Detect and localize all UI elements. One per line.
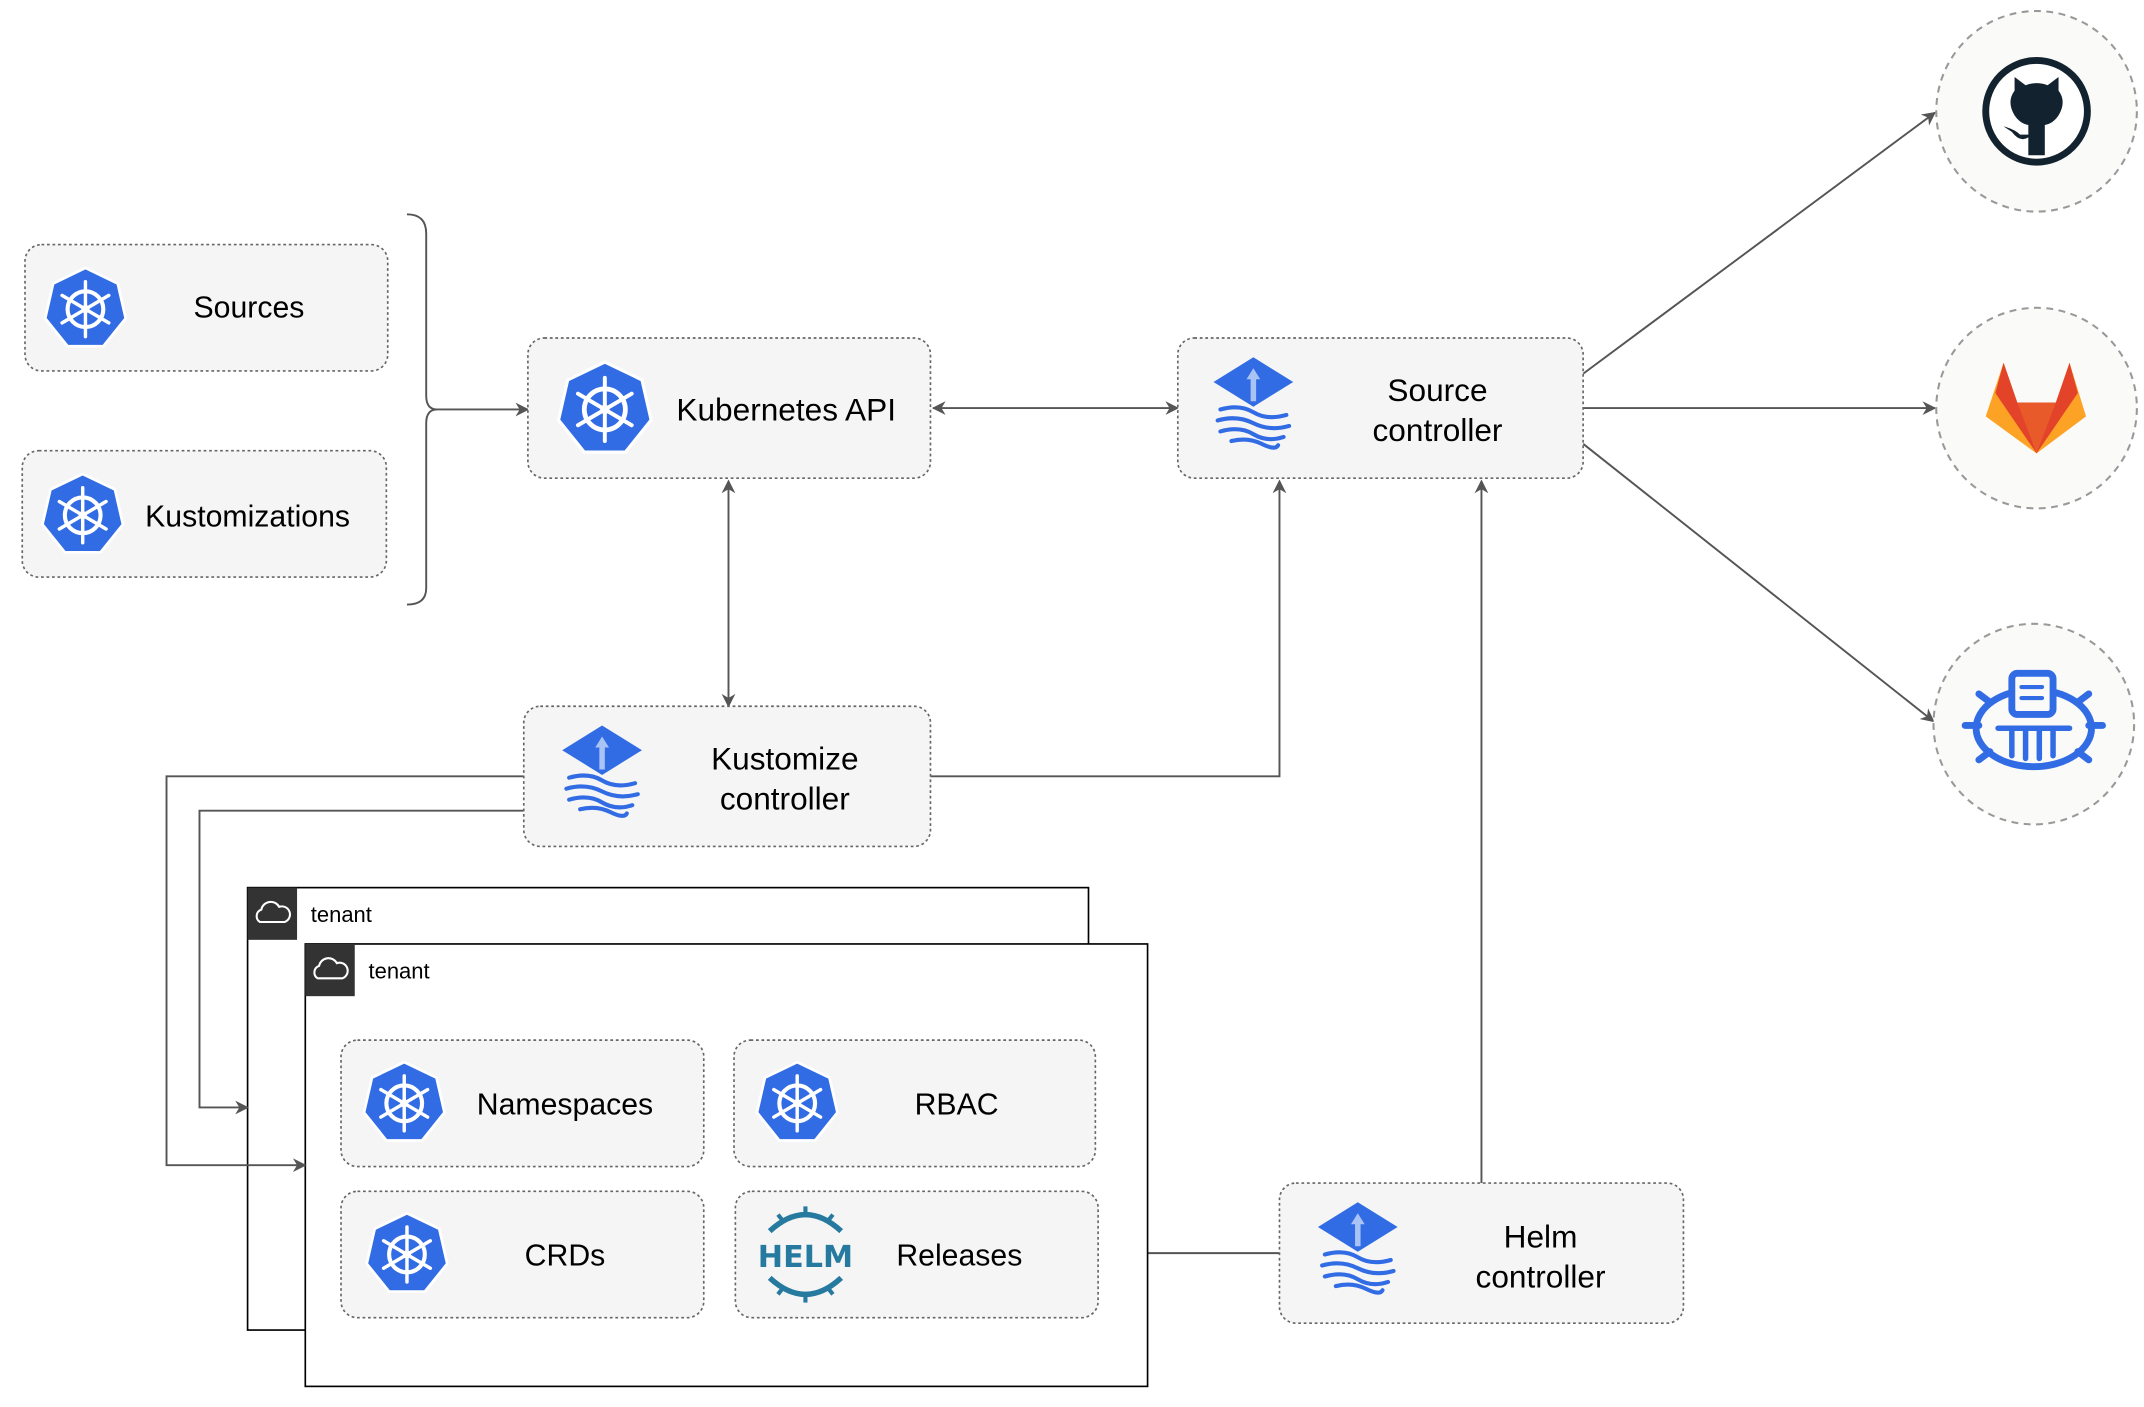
tenant-label: tenant [369, 958, 430, 983]
bucket-icon [1961, 669, 2106, 771]
node-label: Releases [896, 1239, 1022, 1272]
node-label: Sources [194, 291, 305, 324]
github-icon [1982, 57, 2091, 166]
node-kustomizations[interactable]: Kustomizations [21, 449, 388, 578]
tenant-label: tenant [311, 902, 372, 927]
edge-kustomize-source [930, 479, 1287, 778]
node-kustomize-controller[interactable]: Kustomize controller [522, 705, 932, 848]
node-label: Namespaces [477, 1088, 653, 1121]
external-github[interactable] [1935, 9, 2138, 213]
node-sources[interactable]: Sources [24, 243, 389, 372]
edge-source-github [1582, 111, 1936, 375]
node-helm-controller[interactable]: Helm controller [1278, 1182, 1685, 1325]
node-kubernetes-api[interactable]: Kubernetes API [527, 337, 932, 479]
edge-kustomize-tenant-back [198, 809, 524, 1115]
node-source-controller[interactable]: Source controller [1176, 337, 1584, 479]
helm-logo-text: HELM [758, 1240, 853, 1275]
node-label: CRDs [525, 1239, 606, 1272]
node-label: controller [1476, 1258, 1606, 1294]
node-label: Source [1387, 372, 1487, 408]
node-label: RBAC [915, 1088, 999, 1121]
node-namespaces[interactable]: Namespaces [340, 1039, 705, 1168]
node-label: Helm [1504, 1219, 1578, 1255]
node-rbac[interactable]: RBAC [733, 1039, 1097, 1168]
node-label: controller [1373, 412, 1503, 448]
helm-icon: HELM [758, 1206, 853, 1303]
brace [406, 213, 438, 606]
node-label: Kustomize [711, 740, 858, 776]
node-label: Kustomizations [145, 500, 350, 533]
edge-source-bucket [1582, 443, 1935, 723]
node-label: controller [720, 780, 850, 816]
gitlab-icon [1985, 362, 2087, 454]
node-label: Kubernetes API [676, 391, 896, 427]
external-gitlab[interactable] [1935, 306, 2138, 510]
node-releases[interactable]: HELM Releases [734, 1190, 1099, 1319]
cloud-icon [246, 886, 299, 941]
node-crds[interactable]: CRDs [340, 1190, 705, 1319]
edge-kustomize-tenant-front [165, 775, 524, 1173]
cloud-icon [304, 942, 356, 998]
external-bucket[interactable] [1932, 622, 2136, 826]
